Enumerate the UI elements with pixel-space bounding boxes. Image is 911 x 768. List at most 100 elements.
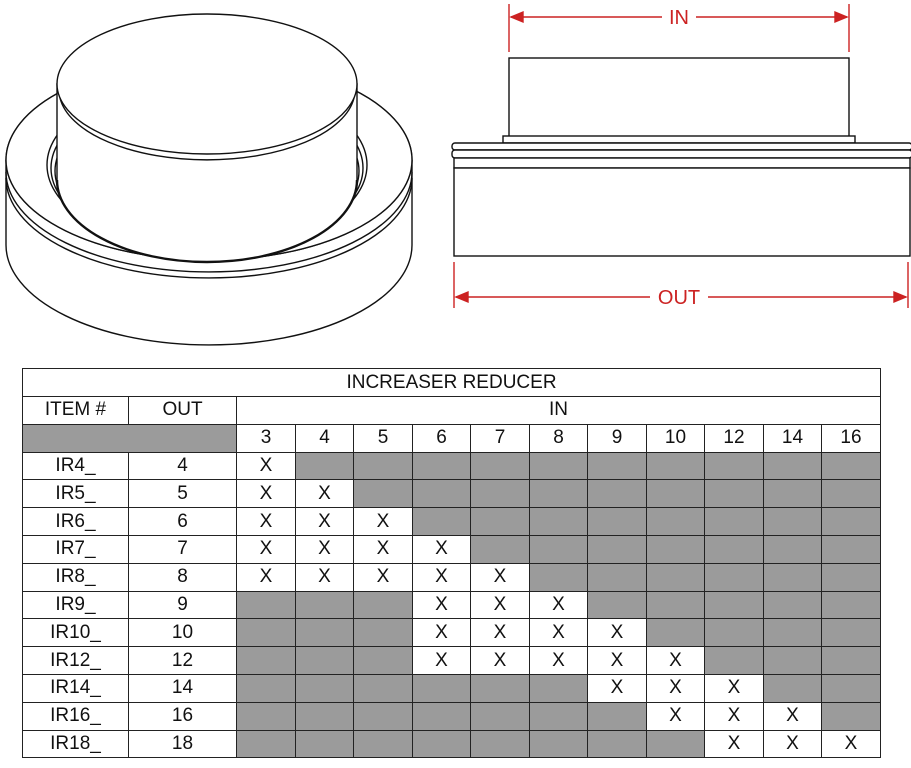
in-size-header: 4: [295, 423, 354, 453]
unavailable-cell: [529, 507, 588, 536]
available-mark-cell: X: [295, 479, 354, 509]
available-mark-cell: X: [236, 507, 296, 536]
unavailable-cell: [236, 701, 296, 731]
unavailable-cell: [646, 507, 705, 536]
available-mark-cell: X: [646, 701, 705, 731]
outlet-collar: [508, 57, 850, 139]
unavailable-cell: [529, 534, 588, 564]
unavailable-cell: [646, 729, 705, 759]
unavailable-cell: [763, 673, 822, 703]
in-header: IN: [236, 396, 881, 425]
available-mark-cell: X: [412, 618, 471, 648]
unavailable-cell: [353, 729, 413, 759]
inner-collar-top: [56, 13, 358, 155]
side-view: [451, 57, 911, 257]
unavailable-cell: [236, 590, 296, 620]
available-mark-cell: X: [821, 729, 881, 759]
out-size-cell: 8: [128, 562, 237, 592]
unavailable-cell: [763, 590, 822, 620]
unavailable-cell: [529, 562, 588, 592]
unavailable-cell: [821, 534, 881, 564]
available-mark-cell: X: [236, 562, 296, 592]
unavailable-cell: [704, 562, 764, 592]
unavailable-cell: [236, 729, 296, 759]
available-mark-cell: X: [353, 562, 413, 592]
unavailable-cell: [646, 451, 705, 481]
available-mark-cell: X: [236, 451, 296, 481]
available-mark-cell: X: [412, 534, 471, 564]
unavailable-cell: [704, 507, 764, 536]
item-number-cell: IR9_: [22, 590, 129, 620]
in-dimension: [508, 4, 850, 52]
item-header: ITEM #: [22, 396, 129, 425]
item-number-cell: IR16_: [22, 701, 129, 731]
item-number-cell: IR5_: [22, 479, 129, 509]
available-mark-cell: X: [587, 618, 647, 648]
out-dimension-label: OUT: [658, 287, 700, 309]
unavailable-cell: [353, 618, 413, 648]
available-mark-cell: X: [529, 646, 588, 675]
available-mark-cell: X: [470, 562, 530, 592]
unavailable-cell: [587, 562, 647, 592]
blank-header-cell: [22, 423, 237, 453]
unavailable-cell: [821, 701, 881, 731]
unavailable-cell: [295, 673, 354, 703]
available-mark-cell: X: [412, 646, 471, 675]
available-mark-cell: X: [412, 562, 471, 592]
out-size-cell: 9: [128, 590, 237, 620]
unavailable-cell: [763, 618, 822, 648]
unavailable-cell: [704, 451, 764, 481]
in-size-header: 12: [704, 423, 764, 453]
unavailable-cell: [587, 507, 647, 536]
unavailable-cell: [821, 507, 881, 536]
in-size-header: 5: [353, 423, 413, 453]
out-size-cell: 18: [128, 729, 237, 759]
unavailable-cell: [821, 590, 881, 620]
unavailable-cell: [587, 590, 647, 620]
available-mark-cell: X: [470, 590, 530, 620]
unavailable-cell: [821, 562, 881, 592]
in-size-header: 10: [646, 423, 705, 453]
unavailable-cell: [412, 729, 471, 759]
isometric-view: [5, 13, 413, 346]
unavailable-cell: [646, 590, 705, 620]
unavailable-cell: [353, 673, 413, 703]
unavailable-cell: [587, 701, 647, 731]
available-mark-cell: X: [412, 590, 471, 620]
unavailable-cell: [353, 646, 413, 675]
available-mark-cell: X: [295, 562, 354, 592]
unavailable-cell: [763, 562, 822, 592]
unavailable-cell: [704, 534, 764, 564]
in-size-header: 14: [763, 423, 822, 453]
available-mark-cell: X: [646, 673, 705, 703]
unavailable-cell: [704, 646, 764, 675]
unavailable-cell: [353, 701, 413, 731]
available-mark-cell: X: [704, 701, 764, 731]
available-mark-cell: X: [295, 534, 354, 564]
item-number-cell: IR6_: [22, 507, 129, 536]
item-number-cell: IR8_: [22, 562, 129, 592]
unavailable-cell: [587, 451, 647, 481]
unavailable-cell: [412, 507, 471, 536]
unavailable-cell: [412, 451, 471, 481]
unavailable-cell: [295, 451, 354, 481]
in-size-header: 16: [821, 423, 881, 453]
available-mark-cell: X: [470, 618, 530, 648]
unavailable-cell: [646, 479, 705, 509]
unavailable-cell: [470, 507, 530, 536]
unavailable-cell: [295, 646, 354, 675]
item-number-cell: IR10_: [22, 618, 129, 648]
unavailable-cell: [412, 701, 471, 731]
unavailable-cell: [646, 618, 705, 648]
product-drawing: IN OUT: [5, 4, 911, 346]
in-size-header: 8: [529, 423, 588, 453]
unavailable-cell: [821, 646, 881, 675]
in-size-header: 9: [587, 423, 647, 453]
in-size-header: 7: [470, 423, 530, 453]
